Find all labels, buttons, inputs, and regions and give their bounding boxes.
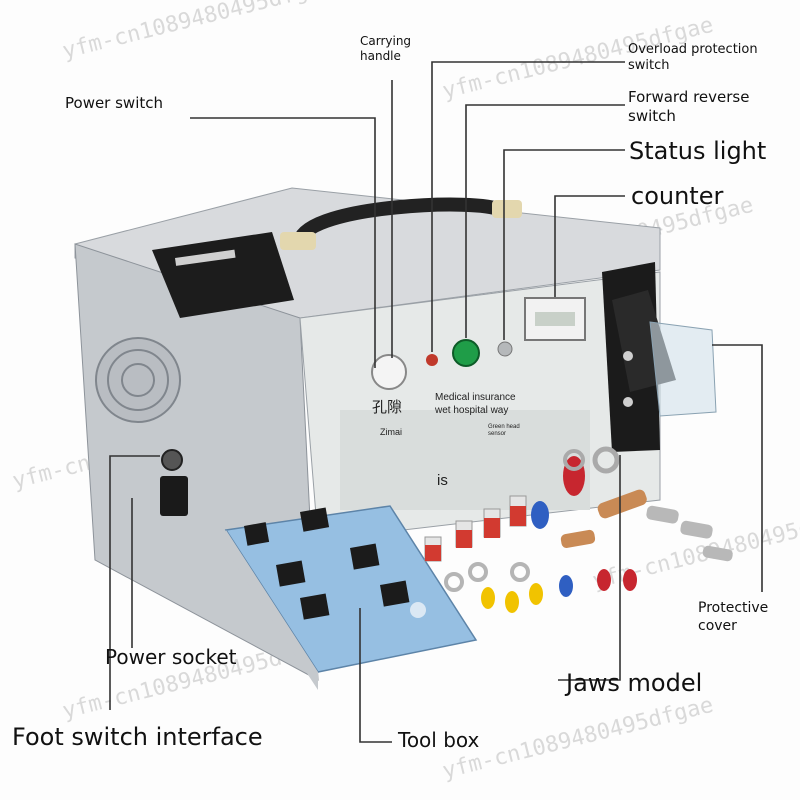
callout-overload: [431, 61, 625, 352]
panel-zimai-text: Zimai: [380, 427, 402, 437]
panel-is-text: is: [437, 472, 448, 489]
terminal-red: [597, 569, 611, 591]
terminal-ferrule-sleeve: [484, 518, 500, 538]
terminal-ferrule-sleeve: [456, 530, 472, 548]
terminal-blue: [531, 501, 549, 529]
terminal-red: [623, 569, 637, 591]
terminal-ferrule-sleeve: [510, 506, 526, 526]
label-counter: counter: [631, 182, 724, 210]
panel-green-head-text: Green head sensor: [488, 424, 520, 437]
carrying-handle-strap: [293, 197, 507, 247]
power-socket: [160, 476, 188, 516]
label-foot-switch: Foot switch interface: [12, 723, 263, 751]
foot-switch-port: [161, 449, 183, 471]
toolbox-slot: [410, 602, 426, 618]
spec-plate: [152, 232, 294, 318]
die-piece: [300, 507, 330, 532]
label-carrying-handle: Carrying handle: [360, 34, 412, 63]
label-protective-cover: Protective cover: [698, 600, 769, 634]
terminal-ring: [444, 572, 464, 592]
callout-lines: [109, 61, 763, 743]
terminal-ferrule-sleeve: [425, 545, 441, 561]
callout-forward-reverse: [465, 104, 625, 338]
terminal-ring: [563, 449, 585, 471]
tin-lug: [680, 520, 713, 539]
die-piece: [276, 560, 306, 587]
terminal-ring: [592, 446, 620, 474]
label-tool-box: Tool box: [398, 728, 480, 752]
jaw-bolt: [623, 397, 633, 407]
terminal-blue: [559, 575, 573, 597]
label-power-switch: Power switch: [65, 94, 164, 112]
tin-lug: [702, 545, 733, 562]
panel-medical-text: Medical insurance wet hospital way: [435, 392, 516, 416]
die-piece: [380, 580, 410, 607]
counter-display: [535, 312, 575, 326]
label-forward-reverse: Forward reverse switch: [628, 88, 750, 125]
forward-reverse-button: [452, 339, 480, 367]
handle-mount: [492, 200, 522, 218]
copper-lug: [597, 489, 647, 519]
tin-lug: [646, 505, 679, 524]
callout-tool-box: [359, 608, 392, 743]
label-status-light: Status light: [629, 137, 767, 165]
callout-counter: [554, 195, 625, 297]
jaw-bolt: [623, 351, 633, 361]
terminal-ring: [468, 562, 488, 582]
status-light: [497, 341, 513, 357]
callout-status-light: [503, 149, 625, 340]
callout-protective-cover: [712, 344, 763, 592]
power-switch-button: [371, 354, 407, 390]
terminal-yellow: [529, 583, 543, 605]
callout-foot-switch: [109, 455, 160, 710]
handle-mount: [280, 232, 316, 250]
die-piece: [350, 543, 380, 570]
die-piece: [243, 522, 270, 546]
protective-cover: [649, 321, 717, 417]
terminal-ring: [510, 562, 530, 582]
callout-jaws: [558, 455, 621, 681]
copper-lug: [560, 529, 596, 548]
panel-chinese-text: 孔隙: [372, 398, 403, 416]
label-overload-protection: Overload protection switch: [628, 42, 758, 74]
tool-box-edge: [226, 530, 318, 690]
terminal-yellow: [505, 591, 519, 613]
label-jaws-model: Jaws model: [566, 669, 703, 697]
fan-ring: [121, 363, 155, 397]
label-power-socket: Power socket: [105, 645, 237, 669]
callout-power-switch: [190, 117, 376, 368]
terminal-yellow: [481, 587, 495, 609]
spec-plate-text: [175, 249, 236, 266]
overload-switch: [426, 354, 438, 366]
fan-ring: [107, 349, 169, 411]
instruction-chart: [340, 410, 590, 510]
die-piece: [300, 593, 330, 620]
